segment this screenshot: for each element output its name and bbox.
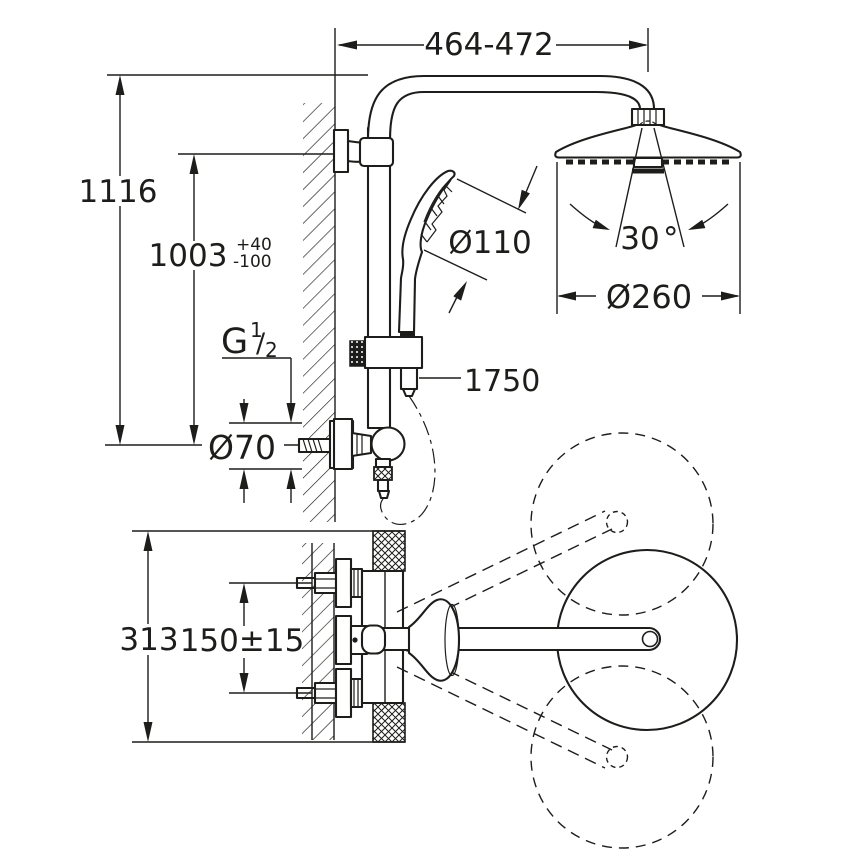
shower-rail (366, 126, 392, 430)
lever-bell (407, 598, 461, 682)
handle-grip-band (400, 331, 415, 340)
swivel-joint (370, 426, 406, 462)
dim-supply-spacing-label: 150±15 (180, 623, 305, 659)
dim-thread-g-half: G 1 / 2 (221, 318, 296, 503)
dim-valve-overall: 313 (118, 531, 180, 742)
spray-face-texture (426, 179, 452, 243)
dim-total-height-label: 1116 (79, 174, 158, 210)
handle-swing-up-position (530, 432, 714, 616)
thread-letter: G (221, 322, 248, 362)
front-view: 464-472 1116 1003 +40 -100 G 1 / 2 (79, 27, 742, 525)
mounting-block-bottom (372, 702, 406, 743)
dim-hose-length: 1750 (419, 364, 540, 399)
headshower (554, 123, 742, 174)
dim-supply-spacing: 150±15 (180, 582, 312, 694)
dim-tolerance-plus: +40 (236, 235, 272, 255)
dim-handshower-diameter: Ø110 (423, 165, 538, 314)
dim-headshower-diameter-label: Ø260 (606, 278, 692, 316)
view-borders (132, 530, 405, 743)
dim-valve-overall-label: 313 (119, 622, 178, 658)
dim-handshower-height: 1003 +40 -100 (149, 154, 272, 445)
supply-connections (295, 571, 338, 705)
spray-angle-unit: ° (663, 221, 679, 257)
hose-connector (399, 366, 419, 391)
dim-handshower-diameter-label: Ø110 (448, 225, 532, 261)
thread-slash: / (256, 328, 266, 359)
handle-swing-down-position (530, 665, 714, 849)
dim-total-height: 1116 (79, 75, 158, 445)
dim-hose-length-label: 1750 (464, 364, 540, 399)
dim-spray-angle: 30 ° (569, 127, 729, 257)
shower-arm (366, 74, 656, 142)
rail-bottom-outlet (332, 417, 406, 500)
dim-headshower-diameter: Ø260 (556, 162, 741, 316)
thread-numerator: 1 (250, 318, 263, 342)
dim-top-width-label: 464-472 (424, 27, 554, 63)
mounting-block-top (372, 530, 406, 572)
s-union-escutcheons (334, 557, 364, 719)
spray-angle-label: 30 (620, 221, 659, 257)
outlet-wall-plate (332, 417, 354, 471)
handshower (397, 169, 456, 340)
dim-escutcheon-diameter: Ø70 (202, 399, 302, 503)
dim-top-width: 464-472 (337, 27, 649, 72)
side-view-thermostat: 313 150±15 (118, 432, 739, 849)
supply-pipe (297, 437, 336, 454)
dim-escutcheon-diameter-label: Ø70 (208, 428, 276, 467)
rail-wall-bracket (332, 128, 395, 174)
dim-tolerance-minus: -100 (233, 252, 272, 272)
thread-denominator: 2 (265, 338, 278, 362)
shower-hose (380, 395, 436, 525)
rail-slider (349, 335, 424, 398)
lever-bar (360, 624, 662, 655)
dim-handshower-height-label: 1003 (149, 238, 228, 274)
